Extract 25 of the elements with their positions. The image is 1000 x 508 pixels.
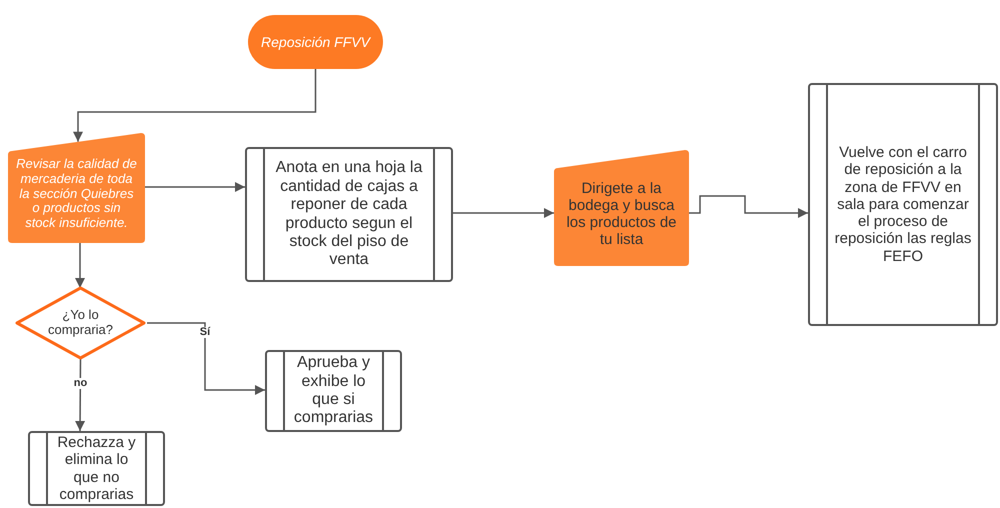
connector-arrow — [147, 322, 265, 395]
manual-input-shape — [554, 150, 689, 266]
connector-arrow — [453, 208, 554, 218]
connector-arrow — [75, 357, 86, 431]
connector-arrow — [145, 182, 245, 192]
connector-arrow — [75, 243, 85, 288]
node-text: Revisar la calidad de mercaderia de toda la sección Quiebres o productos sin stock insuficiente. — [16, 156, 137, 232]
node-text: Aprueba y exhibe lo que si comprarias — [292, 354, 374, 428]
node-text: Anota en una hoja la cantidad de cajas a reponer de cada producto segun el stock del piso de venta — [274, 159, 424, 270]
node-text: Reposición FFVV — [261, 34, 370, 50]
manual-input-shape — [8, 133, 145, 243]
subprocess-box — [808, 83, 998, 326]
connector-arrow — [73, 69, 316, 142]
edge-label: Sí — [198, 327, 212, 338]
node-text: Rechazza y elimina lo que no comprarias — [56, 434, 137, 503]
node-text: ¿Yo lo compraria? — [46, 308, 114, 338]
connector-arrow — [689, 195, 808, 218]
subprocess-box — [245, 147, 453, 282]
subprocess-box — [28, 431, 165, 506]
terminal-shape — [248, 15, 383, 69]
subprocess-box — [265, 350, 402, 432]
edge-label: no — [72, 378, 90, 389]
node-text: Vuelve con el carro de reposición a la zona de FFVV en sala para comenzar el proceso de reposición las reglas FEFO — [834, 144, 972, 265]
node-text: Dirigete a la bodega y busca los productos de tu lista — [565, 180, 678, 248]
decision-diamond — [14, 285, 147, 361]
